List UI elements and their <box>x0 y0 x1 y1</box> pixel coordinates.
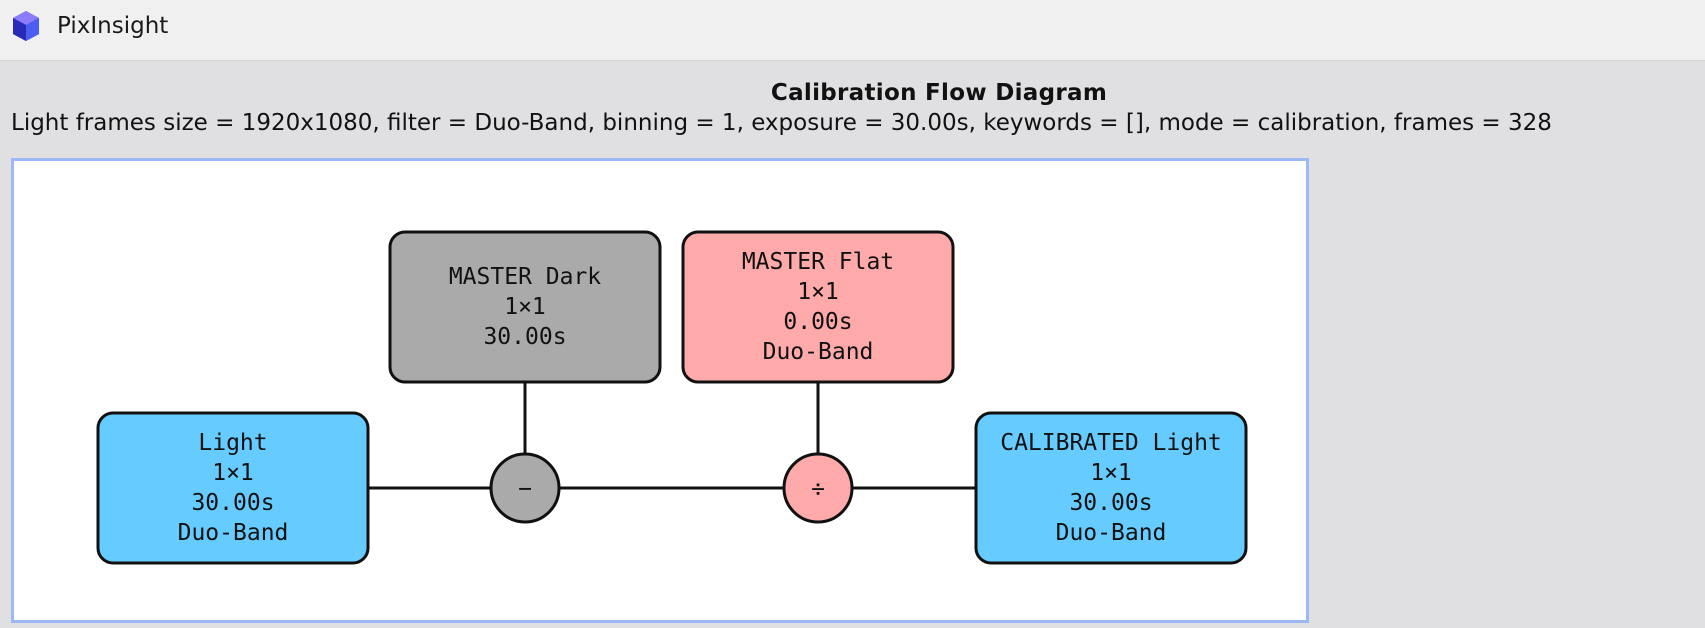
master-dark-exposure: 30.00s <box>483 324 566 350</box>
calibrated-light-box <box>974 411 1248 565</box>
app-title: PixInsight <box>57 13 169 39</box>
subtract-circle <box>489 452 561 524</box>
diagram-subtitle: Light frames size = 1920x1080, filter = … <box>11 110 1552 136</box>
divide-symbol: ÷ <box>811 476 825 502</box>
light-filter: Duo-Band <box>178 520 289 546</box>
master-flat-filter: Duo-Band <box>763 339 874 365</box>
subtract-symbol: − <box>518 476 532 502</box>
master-flat-box <box>681 230 955 384</box>
light-node: Light 1×1 30.00s Duo-Band <box>96 411 370 565</box>
subtract-operator: − <box>489 452 561 524</box>
light-binning: 1×1 <box>212 460 254 486</box>
pixinsight-logo-icon <box>13 11 39 41</box>
calibration-flow-svg: MASTER Dark 1×1 30.00s MASTER Flat 1×1 0… <box>96 230 1248 565</box>
master-dark-box <box>388 230 662 384</box>
title-bar: PixInsight <box>0 0 1705 61</box>
calibrated-light-label: CALIBRATED Light <box>1000 430 1222 456</box>
master-dark-binning: 1×1 <box>504 294 546 320</box>
diagram-title: Calibration Flow Diagram <box>770 80 1108 106</box>
master-flat-binning: 1×1 <box>797 279 839 305</box>
divide-operator: ÷ <box>782 452 854 524</box>
calibrated-light-node: CALIBRATED Light 1×1 30.00s Duo-Band <box>974 411 1248 565</box>
master-dark-label: MASTER Dark <box>449 264 601 290</box>
light-box <box>96 411 370 565</box>
calibrated-light-filter: Duo-Band <box>1056 520 1167 546</box>
divide-circle <box>782 452 854 524</box>
light-exposure: 30.00s <box>191 490 274 516</box>
master-flat-label: MASTER Flat <box>742 249 894 275</box>
light-label: Light <box>198 430 267 456</box>
calibrated-light-exposure: 30.00s <box>1069 490 1152 516</box>
calibrated-light-binning: 1×1 <box>1090 460 1132 486</box>
master-flat-node: MASTER Flat 1×1 0.00s Duo-Band <box>681 230 955 384</box>
master-flat-exposure: 0.00s <box>783 309 852 335</box>
master-dark-node: MASTER Dark 1×1 30.00s <box>388 230 662 384</box>
diagram-canvas: MASTER Dark 1×1 30.00s MASTER Flat 1×1 0… <box>11 158 1309 623</box>
